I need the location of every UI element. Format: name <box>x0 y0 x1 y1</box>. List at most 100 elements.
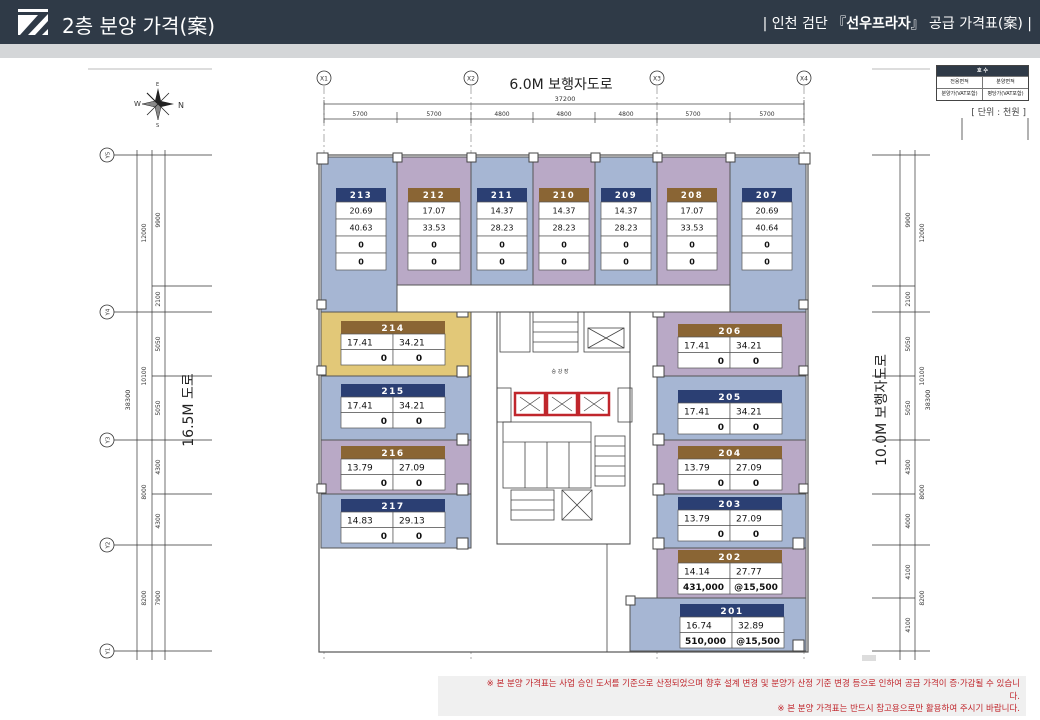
dim-right-inner: 5050 <box>905 336 912 351</box>
unit-supply-area: 28.23 <box>491 224 514 233</box>
page-header: 2층 분양 가격(案) | 인천 검단 『선우프라자』 공급 가격표(案) | <box>0 0 1040 44</box>
unit-exclusive-area: 17.07 <box>423 207 446 216</box>
legend-title: 호 수 <box>937 66 1028 76</box>
compass-s: S <box>156 123 159 129</box>
note-line-3: ※ 본 분양 가격표는 반드시 참고용으로만 활용하여 주시기 바랍니다. <box>777 704 1020 714</box>
unit-price-per-pyeong: 0 <box>753 530 759 540</box>
unit-cell <box>741 252 793 271</box>
header-subtitle: | 인천 검단 『선우프라자』 공급 가격표(案) | <box>762 16 1032 32</box>
unit-price-per-pyeong: 0 <box>753 423 759 433</box>
unit-number: 212 <box>423 191 445 201</box>
unit-label-bg <box>336 188 386 202</box>
dim-right-outer: 8000 <box>919 484 926 499</box>
unit-number: 204 <box>718 449 741 459</box>
unit-sale-price: 0 <box>381 479 387 489</box>
unit-sale-price: 510,000 <box>685 637 726 647</box>
unit-cell <box>476 252 528 271</box>
unit-cell <box>392 527 446 544</box>
road-top: 6.0M 보행자도로 <box>509 77 612 93</box>
dim-top: 5700 <box>426 111 441 118</box>
grid-bubble-y4 <box>99 304 115 320</box>
legend-sale-price: 분양가(VAT포함) <box>937 89 983 100</box>
unit-number: 214 <box>381 324 404 334</box>
unit-label-bg <box>678 324 782 337</box>
unit-sale-price: 0 <box>381 354 387 364</box>
unit-exclusive-area: 13.79 <box>347 464 373 474</box>
unit-supply-area: 34.21 <box>399 402 425 412</box>
dim-left-inner: 5050 <box>155 400 162 415</box>
price-legend: 호 수 전용면적 분양면적 분양가(VAT포함) 평당가(VAT포함) <box>936 65 1029 101</box>
legend-price-per-pyeong: 평당가(VAT포함) <box>987 91 1024 97</box>
unit-exclusive-area: 17.41 <box>684 342 710 352</box>
unit-exclusive-area: 17.41 <box>347 339 373 349</box>
unit-cell <box>392 474 446 491</box>
header-band <box>0 44 1040 58</box>
dim-right-inner: 2100 <box>905 291 912 306</box>
compass-w: W <box>134 100 141 108</box>
unit-supply-area: 32.89 <box>738 622 764 632</box>
dim-top: 4800 <box>494 111 509 118</box>
unit-label-bg <box>680 604 784 617</box>
unit-cell <box>666 252 718 271</box>
unit-price-per-pyeong: 0 <box>499 258 505 267</box>
grid-bubble-y5 <box>99 147 115 163</box>
compass-n: N <box>178 101 184 110</box>
disclaimer-notes: ※ 본 분양 가격표는 사업 승인 도서를 기준으로 산정되었으며 향후 설계 … <box>438 676 1026 716</box>
unit-label-bg <box>678 446 782 459</box>
unit-sale-price: 431,000 <box>683 583 724 593</box>
unit-exclusive-area: 20.69 <box>350 207 373 216</box>
unit-exclusive-area: 17.41 <box>684 408 710 418</box>
unit-cell <box>731 632 785 649</box>
dim-total-depth-right: 38300 <box>924 390 932 411</box>
unit-price-per-pyeong: 0 <box>416 417 422 427</box>
dim-left-outer: 8200 <box>141 590 148 605</box>
unit-sale-price: 0 <box>718 479 724 489</box>
unit-price-per-pyeong: 0 <box>358 258 364 267</box>
unit-cell <box>392 349 446 366</box>
grid-bubble-x2 <box>463 70 479 86</box>
unit-label-bg <box>678 550 782 563</box>
unit-supply-area: 34.21 <box>399 339 425 349</box>
unit-number: 201 <box>720 607 743 617</box>
road-left: 16.5M 도로 <box>181 373 197 447</box>
dim-top: 5700 <box>759 111 774 118</box>
unit-supply-area: 27.77 <box>736 568 762 578</box>
unit-number: 203 <box>718 500 741 510</box>
grid-label-y5: Y5 <box>106 151 112 159</box>
unit-label-bg <box>341 384 445 397</box>
grid-bubble-y1 <box>99 643 115 659</box>
unit-label-bg <box>678 497 782 510</box>
unit-label-bg <box>408 188 460 202</box>
unit-price-per-pyeong: @15,500 <box>736 637 780 647</box>
unit-cell <box>729 418 783 435</box>
unit-cell <box>729 578 783 595</box>
unit-sale-price: 0 <box>623 241 629 250</box>
note-line-2: 다. <box>1009 691 1020 702</box>
dim-top: 5700 <box>352 111 367 118</box>
unit-number: 216 <box>381 449 404 459</box>
core-hall-label: 승 강 장 <box>552 368 569 375</box>
road-right: 10.0M 보행자도로 <box>874 354 890 466</box>
dim-left-outer: 12000 <box>141 223 148 242</box>
grid-label-x3: X3 <box>653 76 661 83</box>
unit-label-bg <box>341 499 445 512</box>
unit-label-bg <box>742 188 792 202</box>
unit-label-bg <box>341 321 445 334</box>
compass-e: E <box>156 82 159 88</box>
unit-supply-area: 33.53 <box>681 224 704 233</box>
unit-supply-area: 27.09 <box>736 515 762 525</box>
grid-label-y4: Y4 <box>106 308 112 316</box>
unit-exclusive-area: 14.37 <box>491 207 514 216</box>
unit-sale-price: 0 <box>358 241 364 250</box>
unit-sale-price: 0 <box>718 357 724 367</box>
unit-price-per-pyeong: 0 <box>764 258 770 267</box>
grid-label-y1: Y1 <box>106 648 112 656</box>
unit-price-per-pyeong: 0 <box>623 258 629 267</box>
legend-row-area: 전용면적 분양면적 <box>937 76 1028 88</box>
dim-left-inner: 4300 <box>155 513 162 528</box>
unit-label-bg <box>601 188 651 202</box>
dim-right-inner: 5050 <box>905 400 912 415</box>
unit-cell <box>729 474 783 491</box>
unit-cell <box>392 412 446 429</box>
grid-label-y2: Y2 <box>106 542 112 550</box>
